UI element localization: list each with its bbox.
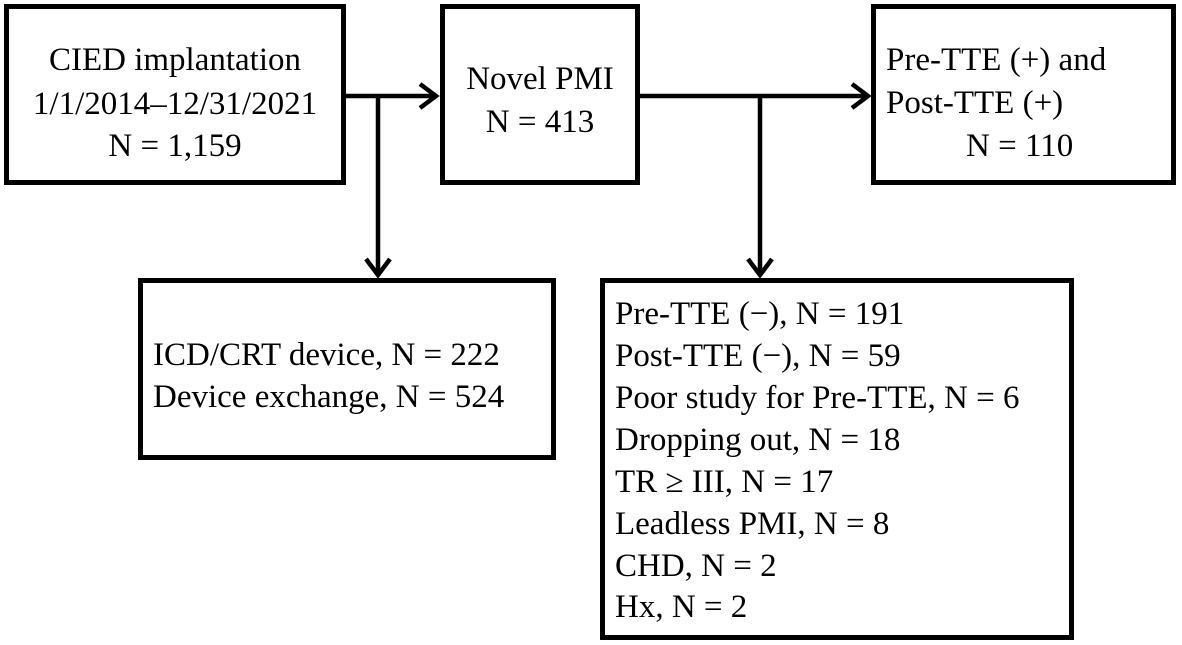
cied-implantation-box: CIED implantation 1/1/2014–12/31/2021 N … — [4, 4, 346, 185]
cied-count: N = 1,159 — [108, 128, 242, 164]
excluded-other-item: Dropping out, N = 18 — [615, 422, 901, 458]
excluded-other-item: CHD, N = 2 — [615, 548, 777, 584]
excluded-other-item: Hx, N = 2 — [615, 589, 748, 625]
excluded-other-item: Post-TTE (−), N = 59 — [615, 338, 901, 374]
excluded-other-item: TR ≥ III, N = 17 — [615, 464, 834, 500]
novel-pmi-box: Novel PMI N = 413 — [440, 4, 640, 185]
novel-pmi-title: Novel PMI — [466, 61, 614, 97]
excluded-other-item: Leadless PMI, N = 8 — [615, 506, 890, 542]
arrowhead-positive — [850, 82, 872, 110]
excluded-other-box: Pre-TTE (−), N = 191 Post-TTE (−), N = 5… — [600, 278, 1074, 640]
positive-line-1: Pre-TTE (+) and — [886, 42, 1107, 78]
excluded-device-line-1: ICD/CRT device, N = 222 — [153, 337, 500, 373]
novel-pmi-count: N = 413 — [485, 104, 595, 140]
arrowhead-excluded-other — [746, 257, 774, 279]
cied-title: CIED implantation — [48, 42, 302, 78]
positive-line-2: Post-TTE (+) — [886, 85, 1064, 121]
arrowhead-novel-pmi — [418, 82, 440, 110]
cied-date-range: 1/1/2014–12/31/2021 — [32, 86, 318, 122]
positive-count: N = 110 — [966, 128, 1074, 164]
pre-post-positive-box: Pre-TTE (+) and Post-TTE (+) N = 110 — [871, 4, 1176, 185]
excluded-device-line-2: Device exchange, N = 524 — [153, 379, 505, 415]
excluded-other-item: Pre-TTE (−), N = 191 — [615, 296, 905, 332]
excluded-device-box: ICD/CRT device, N = 222 Device exchange,… — [138, 278, 556, 460]
excluded-other-item: Poor study for Pre-TTE, N = 6 — [615, 380, 1020, 416]
arrowhead-excluded-device — [364, 257, 392, 279]
